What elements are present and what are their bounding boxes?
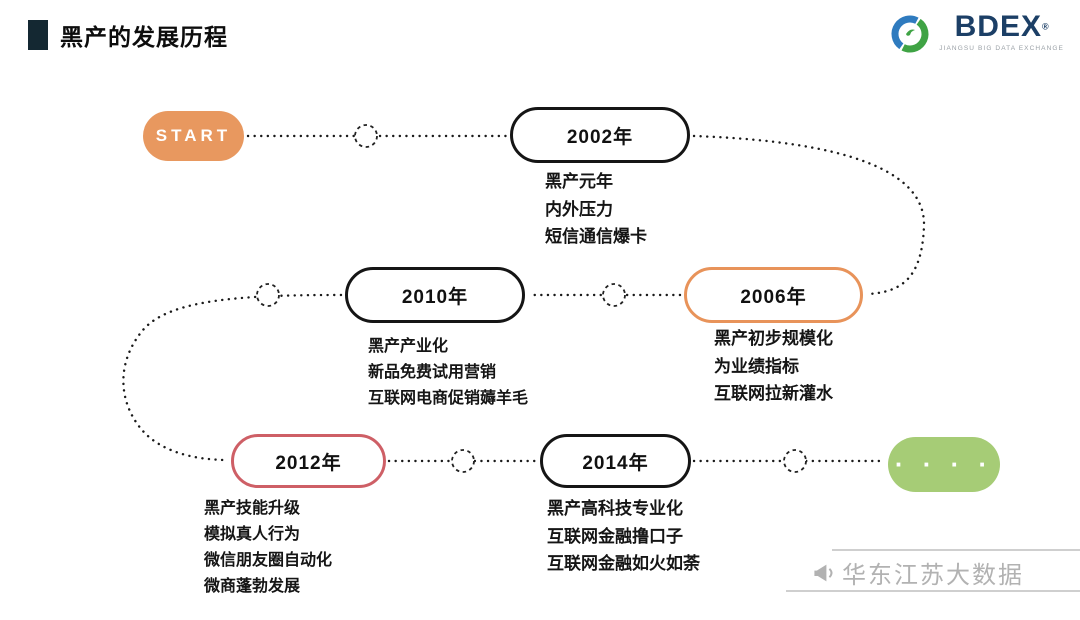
desc-line: 为业绩指标: [714, 356, 799, 376]
desc-line: 互联网金融撸口子: [547, 526, 683, 546]
watermark-line-top: [832, 549, 1080, 551]
title-bullet-square: [28, 20, 48, 50]
bdex-brand: BDEX: [954, 10, 1042, 43]
desc-line: 内外压力: [545, 199, 613, 219]
timeline-year-label: 2002年: [566, 126, 634, 148]
connector-dot-circle: [451, 449, 475, 473]
timeline-year-label: 2006年: [740, 286, 807, 308]
watermark: 华东江苏大数据: [812, 555, 1024, 590]
timeline-node-2002: 2002年: [510, 107, 690, 163]
timeline-node-2012: 2012年: [231, 434, 386, 488]
timeline-node-more: · · · ·: [888, 437, 1000, 492]
desc-line: 互联网金融如火如荼: [547, 554, 700, 574]
page-title: 黑产的发展历程: [60, 24, 228, 50]
watermark-line-bottom: [786, 590, 1080, 592]
desc-line: 黑产高科技专业化: [547, 499, 683, 518]
desc-line: 互联网拉新灌水: [714, 384, 833, 404]
connector-dot-circle: [783, 449, 807, 473]
desc-line: 互联网电商促销薅羊毛: [368, 389, 529, 407]
desc-line: 黑产产业化: [368, 338, 449, 355]
desc-line: 黑产技能升级: [204, 500, 301, 517]
timeline-node-start: START: [143, 111, 244, 161]
timeline-year-label: 2012年: [275, 452, 342, 474]
connector-dot-circle: [602, 283, 626, 307]
timeline-desc-2012: 黑产技能升级 模拟真人行为 微信朋友圈自动化 微商蓬勃发展: [204, 496, 332, 600]
desc-line: 黑产初步规模化: [714, 329, 833, 348]
connector-dot-circle: [354, 124, 378, 148]
timeline-year-label: 2014年: [582, 452, 649, 474]
bdex-logo-icon: [891, 15, 929, 53]
megaphone-icon: [814, 564, 833, 581]
watermark-text: 华东江苏大数据: [842, 562, 1024, 589]
timeline-node-2010: 2010年: [345, 267, 525, 323]
timeline-desc-2014: 黑产高科技专业化 互联网金融撸口子 互联网金融如火如荼: [547, 495, 700, 578]
bdex-logo: BDEX® JIANGSU BIG DATA EXCHANGE: [888, 12, 1064, 56]
bdex-subtitle: JIANGSU BIG DATA EXCHANGE: [939, 45, 1064, 52]
timeline-desc-2002: 黑产元年 内外压力 短信通信爆卡: [545, 168, 647, 251]
timeline-desc-2010: 黑产产业化 新品免费试用营销 互联网电商促销薅羊毛: [368, 334, 528, 412]
registered-mark: ®: [1041, 21, 1049, 32]
timeline-year-label: 2010年: [401, 286, 469, 308]
desc-line: 新品免费试用营销: [368, 363, 497, 381]
desc-line: 黑产元年: [545, 172, 613, 191]
desc-line: 微信朋友圈自动化: [204, 551, 333, 569]
bdex-logo-text: BDEX® JIANGSU BIG DATA EXCHANGE: [939, 10, 1064, 53]
timeline-node-2006: 2006年: [684, 267, 863, 323]
page-header: 黑产的发展历程: [28, 18, 228, 52]
desc-line: 模拟真人行为: [204, 525, 301, 543]
desc-line: 短信通信爆卡: [545, 227, 647, 247]
connector-dot-circle: [256, 283, 280, 307]
timeline-desc-2006: 黑产初步规模化 为业绩指标 互联网拉新灌水: [714, 325, 833, 408]
timeline-node-2014: 2014年: [540, 434, 691, 488]
desc-line: 微商蓬勃发展: [204, 577, 301, 595]
